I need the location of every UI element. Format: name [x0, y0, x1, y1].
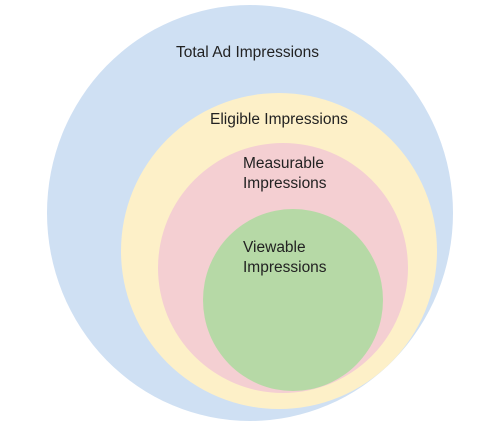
measurable-impressions-label: Measurable Impressions — [243, 154, 327, 194]
total-ad-impressions-label: Total Ad Impressions — [176, 43, 319, 63]
measurable-impressions-text-line1: Measurable — [243, 155, 324, 172]
total-ad-impressions-text: Total Ad Impressions — [176, 44, 320, 61]
viewable-impressions-text-line2: Impressions — [243, 259, 327, 276]
viewable-impressions-text-line1: Viewable — [243, 239, 306, 256]
eligible-impressions-label: Eligible Impressions — [210, 110, 348, 130]
viewable-impressions-label: Viewable Impressions — [243, 238, 327, 278]
viewable-impressions-circle — [203, 209, 383, 391]
measurable-impressions-text-line2: Impressions — [243, 175, 327, 192]
eligible-impressions-text: Eligible Impressions — [210, 111, 348, 128]
